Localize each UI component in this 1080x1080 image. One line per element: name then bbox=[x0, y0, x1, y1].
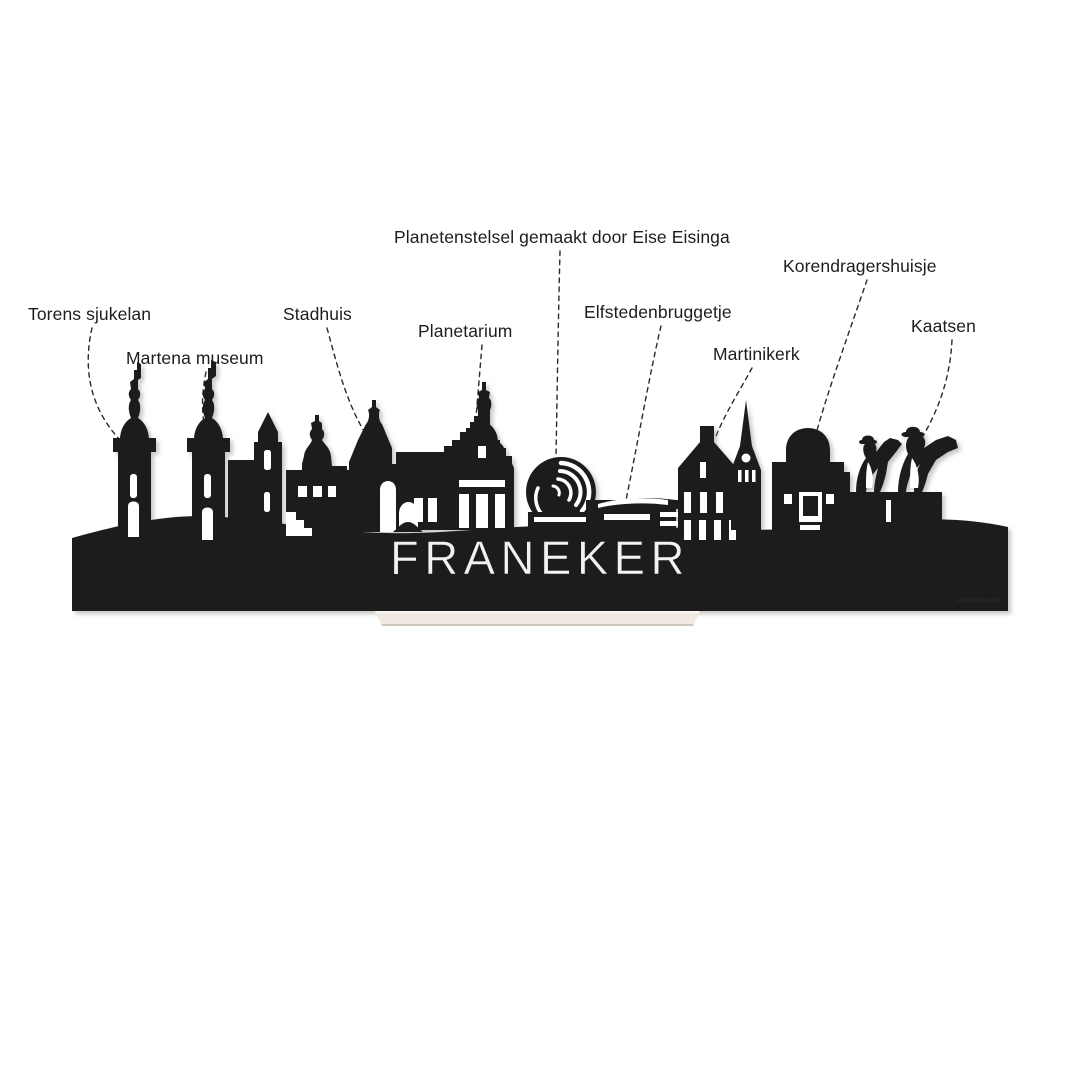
leader-line-korendragershuisje bbox=[815, 279, 868, 435]
window-cutout bbox=[313, 486, 322, 497]
building-torens-sjukelan-1 bbox=[113, 362, 156, 536]
window-cutout bbox=[784, 494, 792, 504]
window-cutout bbox=[428, 498, 437, 522]
bridge-deck-cutout bbox=[604, 514, 650, 520]
window-cutout bbox=[298, 486, 307, 497]
building-martinikerk bbox=[731, 400, 761, 530]
window-cutout bbox=[264, 450, 271, 470]
statue-kaatsen bbox=[848, 426, 958, 530]
building-martena-museum bbox=[187, 360, 230, 540]
window-cutout bbox=[204, 474, 211, 498]
window-cutout bbox=[459, 494, 469, 528]
panel-body bbox=[72, 516, 1008, 611]
window-cutout bbox=[699, 520, 706, 540]
annotation-label-stadhuis: Stadhuis bbox=[283, 304, 352, 324]
clock-face-cutout bbox=[741, 453, 751, 463]
window-cutout bbox=[826, 494, 834, 504]
window-band-cutout bbox=[534, 517, 586, 522]
annotation-label-martinikerk: Martinikerk bbox=[713, 344, 800, 364]
annotation-label-martena-museum: Martena museum bbox=[126, 348, 264, 368]
window-cutout bbox=[202, 507, 213, 540]
statue-negative-space bbox=[866, 462, 873, 488]
bridge-deck-cutout bbox=[660, 521, 678, 526]
door-base bbox=[393, 522, 423, 532]
stepped-gable-cutout bbox=[286, 512, 312, 536]
leader-line-elfstedenbruggetje bbox=[625, 325, 662, 501]
annotation-label-kaatsen: Kaatsen bbox=[911, 316, 976, 336]
leader-line-martena-museum bbox=[201, 371, 223, 467]
window-cutout bbox=[700, 462, 706, 478]
annotation-label-korendragershuisje: Korendragershuisje bbox=[783, 256, 937, 276]
window-cutout bbox=[264, 492, 270, 512]
plaque-title: FRANEKER bbox=[390, 531, 690, 584]
window-cutout bbox=[478, 446, 486, 458]
louvre-cutout bbox=[745, 470, 749, 482]
building-korendragershuisje bbox=[772, 428, 850, 530]
stand-base bbox=[375, 611, 700, 626]
window-cutout bbox=[128, 501, 139, 537]
door-panel bbox=[803, 496, 818, 518]
watermark-text: skylinedesign bbox=[956, 597, 1000, 604]
window-cutout bbox=[684, 492, 691, 513]
building-gable-house-right bbox=[678, 426, 740, 530]
annotation-label-elfstedenbruggetje: Elfstedenbruggetje bbox=[584, 302, 732, 322]
window-cutout bbox=[414, 498, 423, 522]
window-cutout bbox=[476, 494, 488, 528]
annotation-label-torens-sjukelan: Torens sjukelan bbox=[28, 304, 152, 324]
annotation-label-planetenstelsel: Planetenstelsel gemaakt door Eise Eising… bbox=[394, 227, 730, 247]
leader-line-martinikerk bbox=[715, 367, 753, 437]
bridge-deck-cutout bbox=[660, 512, 678, 517]
leader-line-torens-sjukelan bbox=[87, 327, 121, 441]
arch-door-cutout bbox=[380, 481, 396, 532]
window-cutout bbox=[684, 520, 691, 540]
window-band-cutout bbox=[459, 480, 505, 487]
pedestal-slot-cutout bbox=[886, 500, 891, 522]
window-cutout bbox=[130, 474, 137, 498]
window-cutout bbox=[700, 492, 707, 513]
leader-line-planetenstelsel bbox=[555, 250, 561, 457]
window-cutout bbox=[328, 486, 337, 497]
leader-line-kaatsen bbox=[921, 339, 953, 439]
planetarium-orrery-disc bbox=[526, 457, 596, 527]
statue-negative-space bbox=[910, 458, 919, 488]
building-stadhuis bbox=[286, 415, 347, 534]
louvre-cutout bbox=[752, 470, 756, 482]
skyline-plaque: FRANEKER skylinedesign bbox=[72, 360, 1008, 611]
step-cutout bbox=[800, 516, 820, 521]
window-cutout bbox=[714, 520, 721, 540]
louvre-cutout bbox=[738, 470, 742, 482]
window-cutout bbox=[716, 492, 723, 513]
window-cutout bbox=[495, 494, 505, 528]
step-cutout bbox=[800, 525, 820, 530]
annotation-label-planetarium: Planetarium bbox=[418, 321, 513, 341]
ground-mound bbox=[836, 516, 884, 530]
bridge-rail-cutout bbox=[598, 498, 668, 508]
